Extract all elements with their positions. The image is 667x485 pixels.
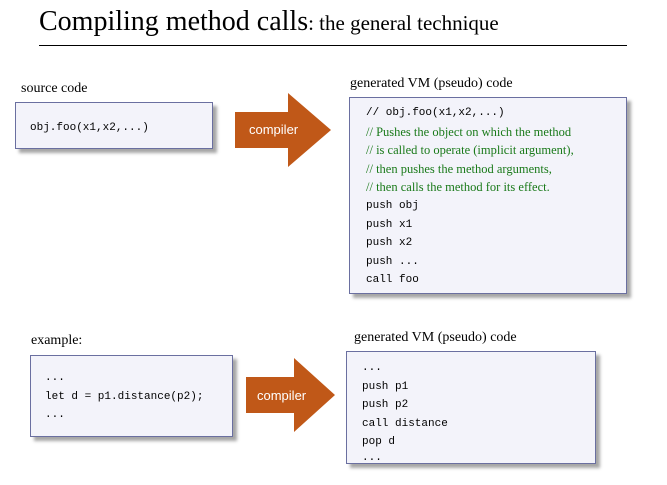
compiler-arrow-top bbox=[235, 93, 331, 167]
vm-code-line: ... bbox=[362, 451, 382, 464]
vm-comment-line: // then calls the method for its effect. bbox=[366, 180, 550, 195]
title-divider bbox=[39, 45, 627, 46]
source-code-line: obj.foo(x1,x2,...) bbox=[30, 122, 149, 134]
vm-comment-line: // then pushes the method arguments, bbox=[366, 161, 552, 176]
vm-comment-line: // is called to operate (implicit argume… bbox=[366, 143, 574, 158]
compiler-arrow-bottom-label: compiler bbox=[257, 388, 307, 403]
vm-code-line: push x2 bbox=[366, 237, 413, 250]
example-label: example: bbox=[31, 333, 83, 348]
vm-code-line: call foo bbox=[366, 274, 419, 287]
vm-code-box-top: // obj.foo(x1,x2,...) // Pushes the obje… bbox=[349, 97, 627, 294]
vm-code-line: call distance bbox=[362, 417, 448, 430]
vm-code-box-bottom: ... push p1 push p2 call distance pop d … bbox=[346, 351, 596, 464]
compiler-arrow-bottom bbox=[246, 358, 335, 432]
vm-code-line: push x1 bbox=[366, 218, 413, 231]
vm-code-label-top: generated VM (pseudo) code bbox=[350, 76, 513, 91]
example-code-line: ... bbox=[45, 409, 65, 422]
compiler-arrow-top-label: compiler bbox=[249, 122, 299, 137]
example-code-line: ... bbox=[45, 372, 65, 384]
vm-code-line: push ... bbox=[366, 255, 419, 268]
vm-comment-line: // Pushes the object on which the method bbox=[366, 124, 572, 139]
example-code-box: ... let d = p1.distance(p2); ... bbox=[30, 355, 233, 437]
vm-code-line: push obj bbox=[366, 199, 419, 212]
vm-code-line: push p2 bbox=[362, 399, 409, 412]
source-code-label: source code bbox=[21, 81, 88, 96]
vm-code-line: ... bbox=[362, 362, 382, 374]
example-code-line: let d = p1.distance(p2); bbox=[45, 390, 204, 403]
title-main: Compiling method calls bbox=[39, 6, 309, 37]
source-code-box: obj.foo(x1,x2,...) bbox=[15, 102, 213, 149]
page-title: Compiling method calls: the general tech… bbox=[39, 8, 499, 36]
vm-code-line: pop d bbox=[362, 436, 396, 449]
vm-code-line: // obj.foo(x1,x2,...) bbox=[366, 107, 505, 119]
vm-code-line: push p1 bbox=[362, 380, 409, 393]
title-sub: : the general technique bbox=[308, 11, 499, 35]
vm-code-label-bottom: generated VM (pseudo) code bbox=[354, 330, 517, 345]
